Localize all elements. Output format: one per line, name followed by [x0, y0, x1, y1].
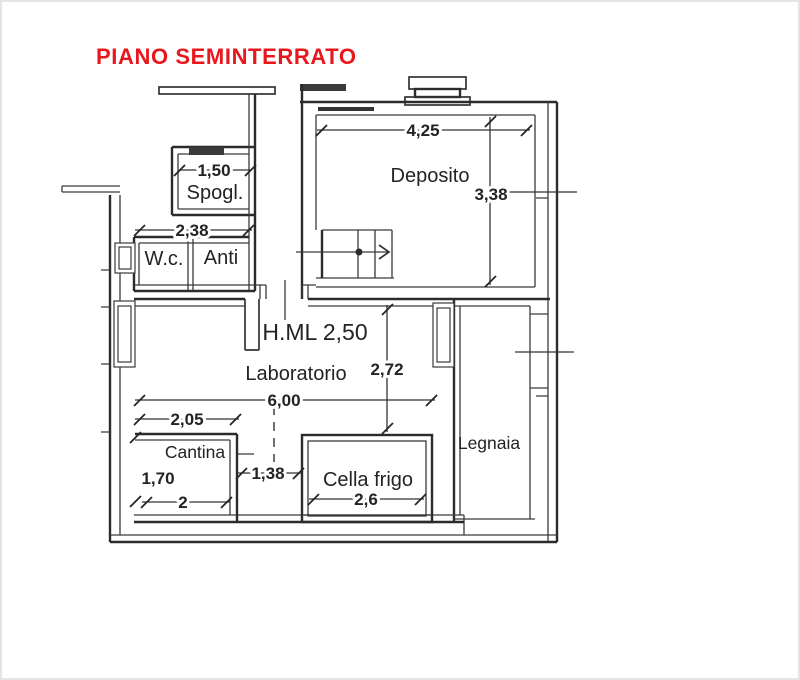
room-label-laboratorio: Laboratorio — [245, 363, 346, 385]
room-label-cella-frigo: Cella frigo — [323, 469, 413, 491]
window-dark-spogl — [189, 147, 224, 155]
dim-deposito-width: 4,25 — [406, 121, 439, 140]
dim-laboratorio-width: 6,00 — [267, 391, 300, 410]
dim-spogl-width: 1,50 — [197, 161, 230, 180]
room-label-anti: Anti — [204, 247, 238, 269]
wall-stub-top-left — [158, 86, 276, 95]
dim-cantina-bottom-width: 2 — [178, 493, 187, 512]
dim-deposito-depth: 3,38 — [474, 185, 507, 204]
walls — [61, 76, 559, 544]
dim-cantina-cella-gap: 1,38 — [251, 464, 284, 483]
stair-start-dot — [355, 248, 363, 256]
wall-stub-dark — [300, 84, 346, 91]
dimension-end-ticks — [129, 115, 533, 509]
dim-cella-frigo-width: 2,6 — [354, 490, 378, 509]
room-label-deposito: Deposito — [391, 165, 470, 187]
window-symbol-laboratorio-right — [432, 302, 455, 368]
dimension-lines — [129, 115, 577, 509]
windows — [113, 242, 455, 368]
stair-arrow-icon — [378, 244, 391, 260]
room-label-cantina: Cantina — [165, 442, 226, 462]
room-label-legnaia: Legnaia — [458, 433, 521, 453]
dim-wc-anti-width: 2,38 — [175, 221, 208, 240]
window-symbol-wc — [114, 242, 136, 274]
dimension-labels: 1,50 2,38 4,25 3,38 2,72 6,00 2,05 1,70 … — [138, 118, 510, 515]
dim-laboratorio-depth: 2,72 — [370, 360, 403, 379]
room-label-wc: W.c. — [145, 248, 184, 270]
window-symbol-laboratorio-left — [113, 300, 136, 368]
page-title: PIANO SEMINTERRATO — [96, 44, 357, 69]
dim-cantina-top-width: 2,05 — [170, 410, 203, 429]
staircase — [284, 229, 393, 320]
height-note-label: H.ML 2,50 — [262, 319, 367, 345]
room-label-spogl: Spogl. — [187, 182, 244, 204]
dim-cantina-depth: 1,70 — [141, 469, 174, 488]
room-labels: Deposito Spogl. W.c. Anti H.ML 2,50 Labo… — [145, 165, 521, 491]
